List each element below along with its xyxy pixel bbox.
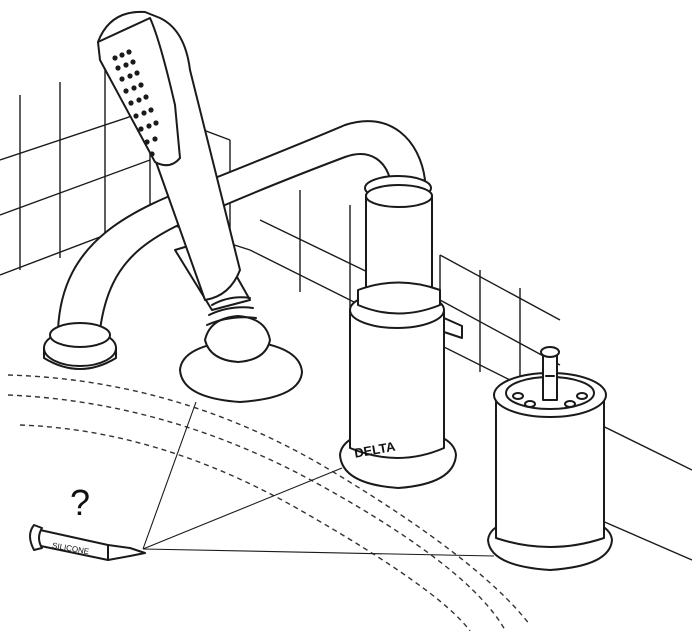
question-mark: ?	[70, 482, 90, 523]
valve-body: DELTA	[339, 184, 463, 489]
hand-shower-head	[97, 10, 241, 301]
hand-shower-base	[179, 315, 303, 403]
diverter-cylinder	[487, 346, 613, 571]
spray-nozzles	[112, 49, 159, 157]
brand-mark: DELTA	[353, 439, 397, 461]
silicone-tube-icon: SILICONE	[29, 524, 146, 561]
silicone-leader-lines	[142, 401, 495, 557]
